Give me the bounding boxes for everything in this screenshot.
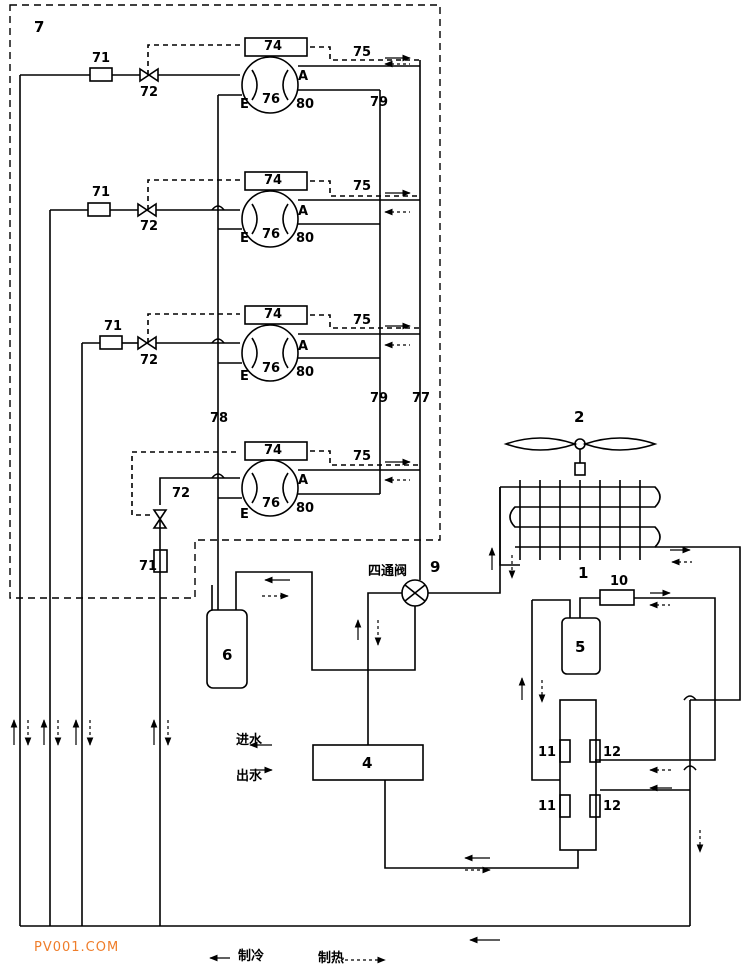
legend-heating: 制热	[318, 951, 345, 966]
label-71-row2: 71	[92, 185, 111, 200]
label-75-row2: 75	[353, 179, 372, 194]
label-80-row3: 80	[296, 365, 315, 380]
label-77: 77	[412, 391, 431, 406]
label-11-b: 11	[538, 799, 557, 814]
label-exchanger-4: 4	[362, 754, 373, 772]
label-e-row4: E	[240, 507, 249, 522]
label-10: 10	[610, 574, 629, 589]
label-72-row1: 72	[140, 85, 159, 100]
water-outlet: 出水	[236, 769, 263, 784]
label-76-row3: 76	[262, 361, 281, 376]
label-80-row4: 80	[296, 501, 315, 516]
expansion-10	[599, 589, 635, 606]
label-72-row2: 72	[140, 219, 159, 234]
label-80-row1: 80	[296, 97, 315, 112]
heat-exchanger-4	[312, 744, 424, 781]
label-74-row4: 74	[264, 443, 283, 458]
label-11-a: 11	[538, 745, 557, 760]
label-79-row1: 79	[370, 95, 389, 110]
label-12-a: 12	[603, 745, 622, 760]
label-74-row2: 74	[264, 173, 283, 188]
label-a-row3: A	[298, 339, 309, 354]
water-inlet: 进水	[236, 733, 263, 748]
condenser-coil	[500, 486, 661, 548]
valve-block	[559, 699, 597, 851]
label-tank-6: 6	[222, 646, 233, 664]
box-74-row1	[244, 37, 308, 57]
frame-label: 7	[34, 18, 45, 36]
label-72-row4: 72	[172, 486, 191, 501]
label-76-row1: 76	[262, 92, 281, 107]
label-78: 78	[210, 411, 229, 426]
module-frame	[9, 4, 441, 599]
watermark: PV001.COM	[34, 940, 120, 955]
tank-6	[206, 609, 248, 689]
legend-cooling: 制冷	[238, 949, 265, 964]
label-e-row2: E	[240, 231, 249, 246]
filter-71-row1	[89, 67, 113, 82]
label-four-way-valve: 四通阀	[368, 564, 408, 579]
compressor-row1	[241, 56, 299, 114]
label-75-row3: 75	[353, 313, 372, 328]
label-e-row1: E	[240, 97, 249, 112]
label-e-row3: E	[240, 369, 249, 384]
label-76-row2: 76	[262, 227, 281, 242]
label-72-row3: 72	[140, 353, 159, 368]
label-12-b: 12	[603, 799, 622, 814]
label-74-row3: 74	[264, 307, 283, 322]
label-condenser-1: 1	[578, 564, 589, 582]
label-76-row4: 76	[262, 496, 281, 511]
tank-5	[561, 617, 601, 675]
label-fan-2: 2	[574, 408, 585, 426]
label-79-row3: 79	[370, 391, 389, 406]
label-80-row2: 80	[296, 231, 315, 246]
label-71-row1: 71	[92, 51, 111, 66]
label-75-row1: 75	[353, 45, 372, 60]
label-75-row4: 75	[353, 449, 372, 464]
label-a-row2: A	[298, 204, 309, 219]
label-71-row3: 71	[104, 319, 123, 334]
label-71-row4: 71	[139, 559, 158, 574]
label-74-row1: 74	[264, 39, 283, 54]
label-a-row1: A	[298, 69, 309, 84]
label-tank-5: 5	[575, 638, 586, 656]
label-a-row4: A	[298, 473, 309, 488]
label-9: 9	[430, 558, 441, 576]
